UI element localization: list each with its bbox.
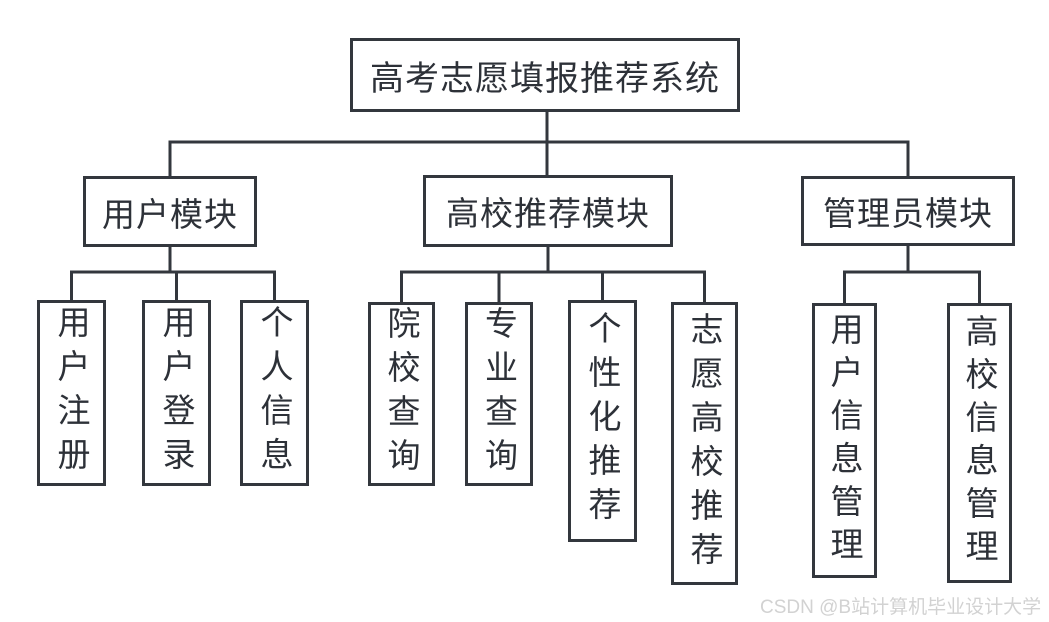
- node-leaf-major-query: 专业查询: [465, 302, 533, 486]
- watermark: CSDN @B站计算机毕业设计大学: [760, 597, 1042, 618]
- node-leaf-college-query: 院校查询: [368, 302, 435, 486]
- node-module-administrator: 管理员模块: [801, 176, 1015, 246]
- node-leaf-personal-info: 个人信息: [240, 300, 309, 486]
- node-root-system: 高考志愿填报推荐系统: [350, 38, 740, 112]
- node-leaf-user-info-management: 用户信息管理: [812, 303, 877, 578]
- node-leaf-volunteer-university-recommendation: 志愿高校推荐: [671, 302, 738, 585]
- node-leaf-user-login: 用户登录: [142, 300, 211, 486]
- node-leaf-personalized-recommendation: 个性化推荐: [568, 300, 637, 542]
- node-leaf-user-register: 用户注册: [37, 300, 106, 486]
- node-module-university-recommendation: 高校推荐模块: [423, 175, 673, 247]
- node-module-user: 用户模块: [83, 176, 257, 247]
- node-leaf-university-info-management: 高校信息管理: [947, 303, 1012, 583]
